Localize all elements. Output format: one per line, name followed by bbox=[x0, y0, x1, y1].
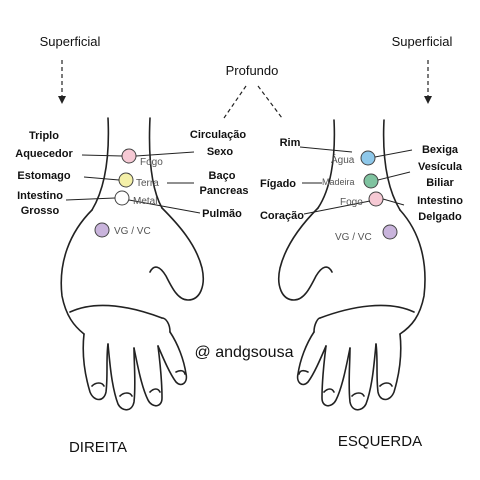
leader-rim bbox=[299, 146, 353, 153]
leader-pulmao bbox=[128, 199, 201, 214]
pulse-label-madeira: Madeira bbox=[322, 177, 355, 187]
label-triplo: Triplo bbox=[29, 130, 59, 142]
left-water-dot bbox=[360, 150, 376, 166]
left-fire-dot bbox=[368, 191, 384, 207]
label-intestino: Intestino bbox=[17, 190, 63, 202]
pulse-label-fogo-left: Fogo bbox=[340, 197, 363, 208]
right-metal-dot bbox=[114, 190, 130, 206]
label-superficial-left: Superficial bbox=[40, 34, 101, 49]
leader-coracao bbox=[303, 200, 371, 215]
label-superficial-right: Superficial bbox=[392, 34, 453, 49]
leader-sexo bbox=[135, 151, 195, 157]
right-earth-dot bbox=[118, 172, 134, 188]
label-pulmao: Pulmão bbox=[202, 208, 242, 220]
label-estomago: Estomago bbox=[17, 170, 70, 182]
label-aquecedor: Aquecedor bbox=[15, 148, 73, 160]
label-bexiga: Bexiga bbox=[422, 144, 459, 156]
pulse-label-metal: Metal bbox=[133, 196, 157, 207]
leader-vesicula bbox=[377, 171, 411, 181]
left-vessel-dot bbox=[382, 224, 398, 240]
right-hand-outline bbox=[60, 117, 204, 411]
title-direita: DIREITA bbox=[69, 439, 127, 456]
line-profundo-left bbox=[223, 85, 247, 119]
arrow-superficial-left-head bbox=[58, 96, 66, 104]
pulse-label-fogo-right: Fogo bbox=[140, 157, 163, 168]
label-figado: Fígado bbox=[260, 178, 296, 190]
label-biliar: Biliar bbox=[426, 177, 454, 189]
right-fire-dot bbox=[121, 148, 137, 164]
left-hand-outline bbox=[278, 119, 426, 411]
label-circulacao: Circulação bbox=[190, 129, 247, 141]
left-wood-dot bbox=[363, 173, 379, 189]
leader-intestino-grosso bbox=[65, 197, 116, 201]
leader-triplo bbox=[81, 154, 123, 157]
label-intestino-left: Intestino bbox=[417, 195, 463, 207]
label-pancreas: Pancreas bbox=[200, 185, 249, 197]
label-baco: Baço bbox=[209, 170, 236, 182]
label-rim: Rim bbox=[280, 137, 301, 149]
leader-estomago bbox=[83, 176, 120, 181]
arrow-superficial-right-head bbox=[424, 96, 432, 104]
leader-intestino-delgado bbox=[382, 198, 405, 206]
pulse-label-vg-vc-right: VG / VC bbox=[114, 226, 151, 237]
pulse-label-terra: Terra bbox=[136, 178, 159, 189]
label-vesicula: Vesícula bbox=[418, 161, 463, 173]
label-coracao: Coração bbox=[260, 210, 304, 222]
label-grosso: Grosso bbox=[21, 205, 60, 217]
pulse-label-agua: Água bbox=[331, 153, 355, 166]
leader-bexiga bbox=[374, 149, 413, 158]
label-sexo: Sexo bbox=[207, 146, 234, 158]
watermark-handle: @ andgsousa bbox=[195, 344, 294, 361]
label-delgado: Delgado bbox=[418, 211, 462, 223]
title-esquerda: ESQUERDA bbox=[338, 433, 422, 450]
line-profundo-right bbox=[257, 85, 283, 119]
pulse-label-vg-vc-left: VG / VC bbox=[335, 232, 372, 243]
label-profundo: Profundo bbox=[226, 63, 279, 78]
right-vessel-dot bbox=[94, 222, 110, 238]
